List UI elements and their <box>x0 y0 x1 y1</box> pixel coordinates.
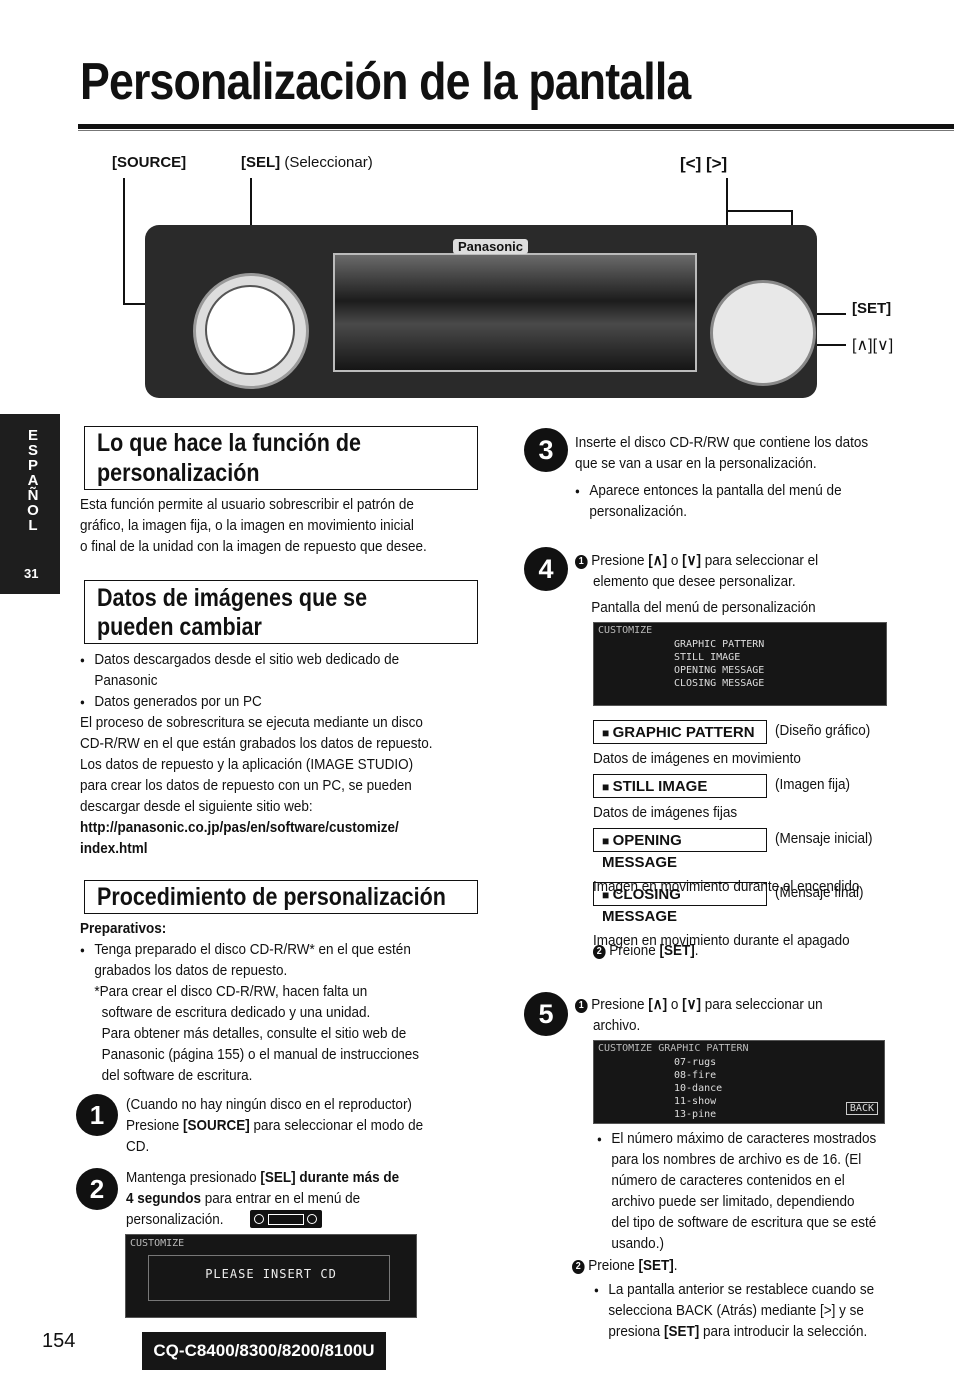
page-number: 154 <box>42 1330 76 1352</box>
device-display <box>333 253 697 372</box>
control-pad[interactable] <box>710 280 816 386</box>
label-set: [SET] <box>852 300 892 317</box>
lcd-back-button: BACK <box>845 1102 878 1115</box>
section-function-heading-2: personalización <box>97 459 260 487</box>
lcd-file-row: 07-rugs <box>674 1057 717 1068</box>
tag-closing-message: CLOSING MESSAGE <box>593 882 767 925</box>
prep-label: Preparativos: <box>80 920 167 937</box>
step-4-items: GRAPHIC PATTERN (Diseño gráfico) Datos d… <box>593 720 933 961</box>
volume-knob-center <box>205 285 295 375</box>
section-function-body: Esta función permite al usuario sobrescr… <box>80 496 427 555</box>
customize-url-1[interactable]: http://panasonic.co.jp/pas/en/software/c… <box>80 819 399 836</box>
brand-logo: Panasonic <box>453 239 529 254</box>
car-stereo-illustration: Panasonic <box>145 225 817 398</box>
section-procedure-heading-box: Procedimiento de personalización <box>84 880 478 914</box>
step-5-notes-2: La pantalla anterior se restablece cuand… <box>594 1279 905 1342</box>
tag-opening-message: OPENING MESSAGE <box>593 828 767 871</box>
label-up-down: [∧][∨] <box>852 337 894 354</box>
leader-source <box>123 178 125 304</box>
section-data-heading-box: Datos de imágenes que se pueden cambiar <box>84 580 478 644</box>
menu-caption: Pantalla del menú de personalización <box>591 599 816 616</box>
step-5-notes: El número máximo de caracteres mostrados… <box>597 1128 907 1254</box>
model-number-banner: CQ-C8400/8300/8200/8100U <box>142 1332 386 1370</box>
lcd-file-row: 08-fire <box>674 1070 717 1081</box>
step-1-text: (Cuando no hay ningún disco en el reprod… <box>126 1096 424 1155</box>
section-function-heading-1: Lo que hace la función de <box>97 429 362 457</box>
step-4-number: 4 <box>524 547 568 591</box>
step-3-text: Inserte el disco CD-R/RW que contiene lo… <box>575 432 901 522</box>
page-title: Personalización de la pantalla <box>80 53 691 111</box>
step-1-number: 1 <box>76 1094 118 1136</box>
tag-graphic-pattern: GRAPHIC PATTERN <box>593 720 767 744</box>
step-5-number: 5 <box>524 992 568 1036</box>
step-3-number: 3 <box>524 428 568 472</box>
lcd-header: CUSTOMIZE <box>130 1238 185 1249</box>
step-2-text: Mantenga presionado [SEL] durante más de… <box>126 1169 400 1228</box>
tag-still-image: STILL IMAGE <box>593 774 767 798</box>
lcd-file-row: 11-show <box>674 1096 717 1107</box>
title-rule-thin <box>78 130 954 131</box>
section-procedure-prep: Preparativos: Tenga preparado el disco C… <box>80 918 457 1086</box>
leader-sel <box>250 178 252 258</box>
step-2-number: 2 <box>76 1168 118 1210</box>
label-left-right: [<] [>] <box>680 154 728 173</box>
lcd-file-list: CUSTOMIZE GRAPHIC PATTERN 07-rugs 08-fir… <box>593 1040 885 1124</box>
lcd-menu-row: STILL IMAGE <box>674 652 741 663</box>
side-tab-page: 31 <box>24 566 39 581</box>
lcd-menu-row: CLOSING MESSAGE <box>674 678 765 689</box>
leader-lr-h <box>726 210 792 212</box>
label-source: [SOURCE] <box>112 154 187 171</box>
customize-url-2[interactable]: index.html <box>80 840 148 857</box>
lcd-menu-row: GRAPHIC PATTERN <box>674 639 765 650</box>
section-data-body: Datos descargados desde el sitio web ded… <box>80 649 472 859</box>
section-procedure-heading: Procedimiento de personalización <box>97 883 446 911</box>
lcd-message: PLEASE INSERT CD <box>205 1267 337 1281</box>
title-rule <box>78 124 954 129</box>
leader-set <box>800 313 846 315</box>
section-function-heading-box: Lo que hace la función de personalizació… <box>84 426 478 490</box>
lcd-file-row: 10-dance <box>674 1083 723 1094</box>
lcd-file-row: 13-pine <box>674 1109 717 1120</box>
label-sel: [SEL] (Seleccionar) <box>241 154 373 171</box>
lcd-insert-cd: CUSTOMIZE PLEASE INSERT CD <box>125 1234 417 1318</box>
leader-updown <box>800 344 846 346</box>
section-data-heading-1: Datos de imágenes que se <box>97 584 368 612</box>
lcd-customize-menu: CUSTOMIZE GRAPHIC PATTERN STILL IMAGE OP… <box>593 622 887 706</box>
section-data-heading-2: pueden cambiar <box>97 613 262 641</box>
leader-lr <box>726 178 728 238</box>
lcd-menu-row: OPENING MESSAGE <box>674 665 765 676</box>
sel-button-icon <box>250 1210 322 1228</box>
